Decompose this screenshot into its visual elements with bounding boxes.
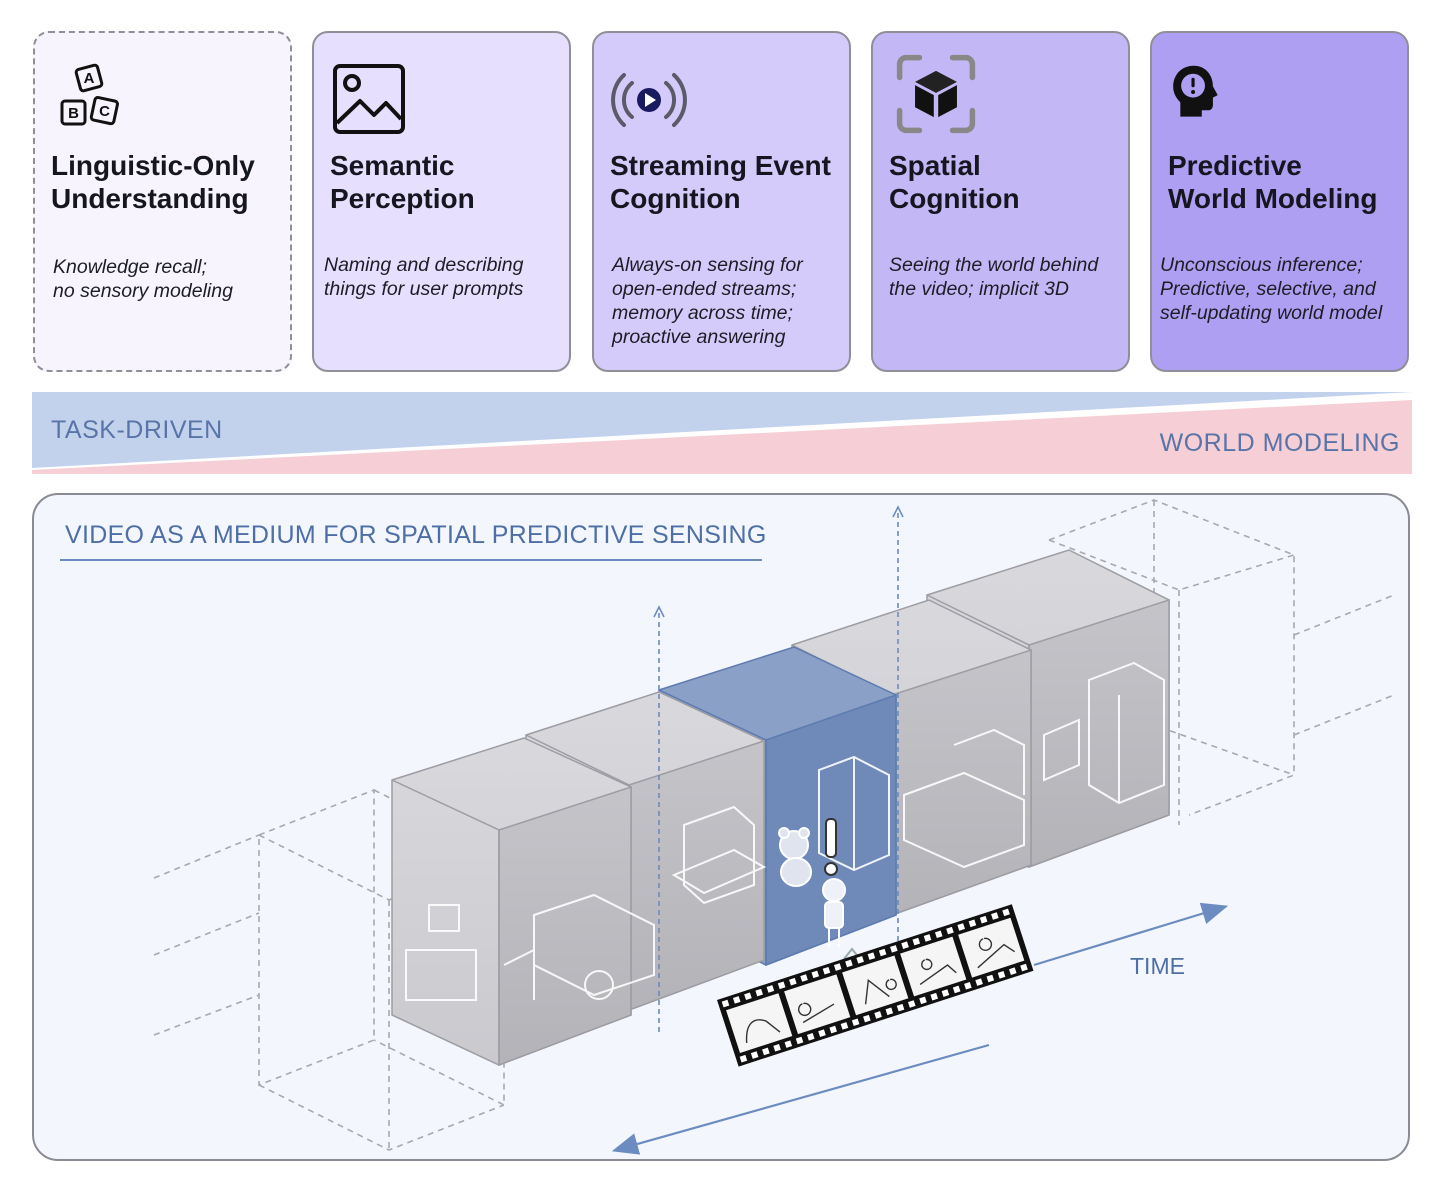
film-sprocket-hole bbox=[833, 963, 842, 971]
film-sprocket-hole bbox=[901, 941, 909, 949]
film-sprocket-hole bbox=[755, 988, 763, 997]
film-sprocket-hole bbox=[721, 999, 730, 1008]
film-sprocket-hole bbox=[1020, 963, 1028, 972]
film-sprocket-hole bbox=[907, 1000, 916, 1008]
film-sprocket-hole bbox=[806, 1033, 815, 1041]
panel-title: VIDEO AS A MEDIUM FOR SPATIAL PREDICTIVE… bbox=[65, 521, 767, 549]
svg-text:B: B bbox=[68, 105, 79, 122]
film-sprocket-hole bbox=[811, 970, 820, 979]
film-sprocket-hole bbox=[818, 1029, 826, 1037]
streaming-icon bbox=[611, 73, 687, 127]
film-sprocket-hole bbox=[762, 1047, 770, 1056]
film-sprocket-hole bbox=[829, 1025, 837, 1034]
panel-title-underline bbox=[60, 559, 762, 561]
film-sprocket-hole bbox=[946, 926, 954, 935]
film-sprocket-hole bbox=[1002, 908, 1010, 917]
film-sprocket-hole bbox=[941, 989, 950, 997]
cube-icon bbox=[896, 54, 976, 134]
film-sprocket-hole bbox=[923, 934, 932, 942]
film-sprocket-hole bbox=[773, 1043, 781, 1052]
film-sprocket-hole bbox=[744, 992, 752, 1001]
spatial-scene-illustration bbox=[153, 499, 1395, 1155]
film-sprocket-hole bbox=[890, 945, 898, 953]
film-sprocket-hole bbox=[991, 912, 999, 920]
film-sprocket-hole bbox=[856, 956, 864, 964]
film-sprocket-hole bbox=[732, 996, 741, 1004]
film-sprocket-hole bbox=[863, 1014, 871, 1023]
film-sprocket-hole bbox=[975, 978, 983, 986]
film-sprocket-hole bbox=[766, 985, 775, 993]
image-icon bbox=[333, 64, 405, 134]
task-world-spectrum: TASK-DRIVEN WORLD MODELING bbox=[32, 392, 1412, 474]
video-medium-panel: VIDEO AS A MEDIUM FOR SPATIAL PREDICTIVE… bbox=[32, 493, 1410, 1161]
film-sprocket-hole bbox=[795, 1036, 804, 1045]
film-sprocket-hole bbox=[919, 996, 927, 1005]
card-description: Unconscious inference;Predictive, select… bbox=[1160, 254, 1383, 324]
film-sprocket-hole bbox=[878, 948, 887, 957]
svg-text:A: A bbox=[84, 70, 95, 87]
task-driven-label: TASK-DRIVEN bbox=[51, 416, 223, 444]
film-sprocket-hole bbox=[934, 930, 943, 939]
film-sprocket-hole bbox=[1008, 967, 1017, 975]
film-sprocket-hole bbox=[800, 974, 808, 982]
film-sprocket-hole bbox=[784, 1040, 793, 1048]
card-description: Knowledge recall;no sensory modeling bbox=[53, 256, 233, 302]
film-sprocket-hole bbox=[896, 1003, 905, 1012]
film-sprocket-hole bbox=[885, 1007, 894, 1016]
film-sprocket-hole bbox=[845, 959, 853, 968]
film-sprocket-hole bbox=[777, 981, 786, 990]
film-sprocket-hole bbox=[979, 915, 988, 924]
film-sprocket-hole bbox=[867, 952, 876, 960]
film-sprocket-hole bbox=[874, 1011, 882, 1019]
film-sprocket-hole bbox=[964, 981, 972, 990]
abc-blocks-icon: A B C bbox=[60, 63, 119, 126]
film-sprocket-hole bbox=[912, 937, 921, 946]
mind-alert-icon bbox=[1173, 65, 1218, 117]
film-sprocket-hole bbox=[957, 923, 965, 931]
film-sprocket-hole bbox=[997, 971, 1006, 979]
film-sprocket-hole bbox=[851, 1018, 860, 1027]
spectrum-wedges bbox=[32, 392, 1412, 474]
child-figure bbox=[822, 878, 846, 947]
film-sprocket-hole bbox=[750, 1051, 759, 1059]
teddy-bear bbox=[778, 827, 812, 887]
film-sprocket-hole bbox=[986, 974, 995, 983]
film-sprocket-hole bbox=[789, 977, 797, 986]
svg-text:C: C bbox=[99, 103, 110, 120]
film-sprocket-hole bbox=[968, 919, 977, 928]
film-sprocket-hole bbox=[822, 966, 831, 975]
film-sprocket-hole bbox=[930, 992, 938, 1001]
film-strip bbox=[717, 904, 1034, 1067]
world-modeling-label: WORLD MODELING bbox=[1159, 429, 1400, 457]
film-sprocket-hole bbox=[952, 985, 961, 994]
film-sprocket-hole bbox=[840, 1022, 849, 1030]
time-axis-label: TIME bbox=[1130, 953, 1185, 979]
film-sprocket-hole bbox=[739, 1054, 748, 1063]
exclamation-mark bbox=[824, 818, 838, 876]
